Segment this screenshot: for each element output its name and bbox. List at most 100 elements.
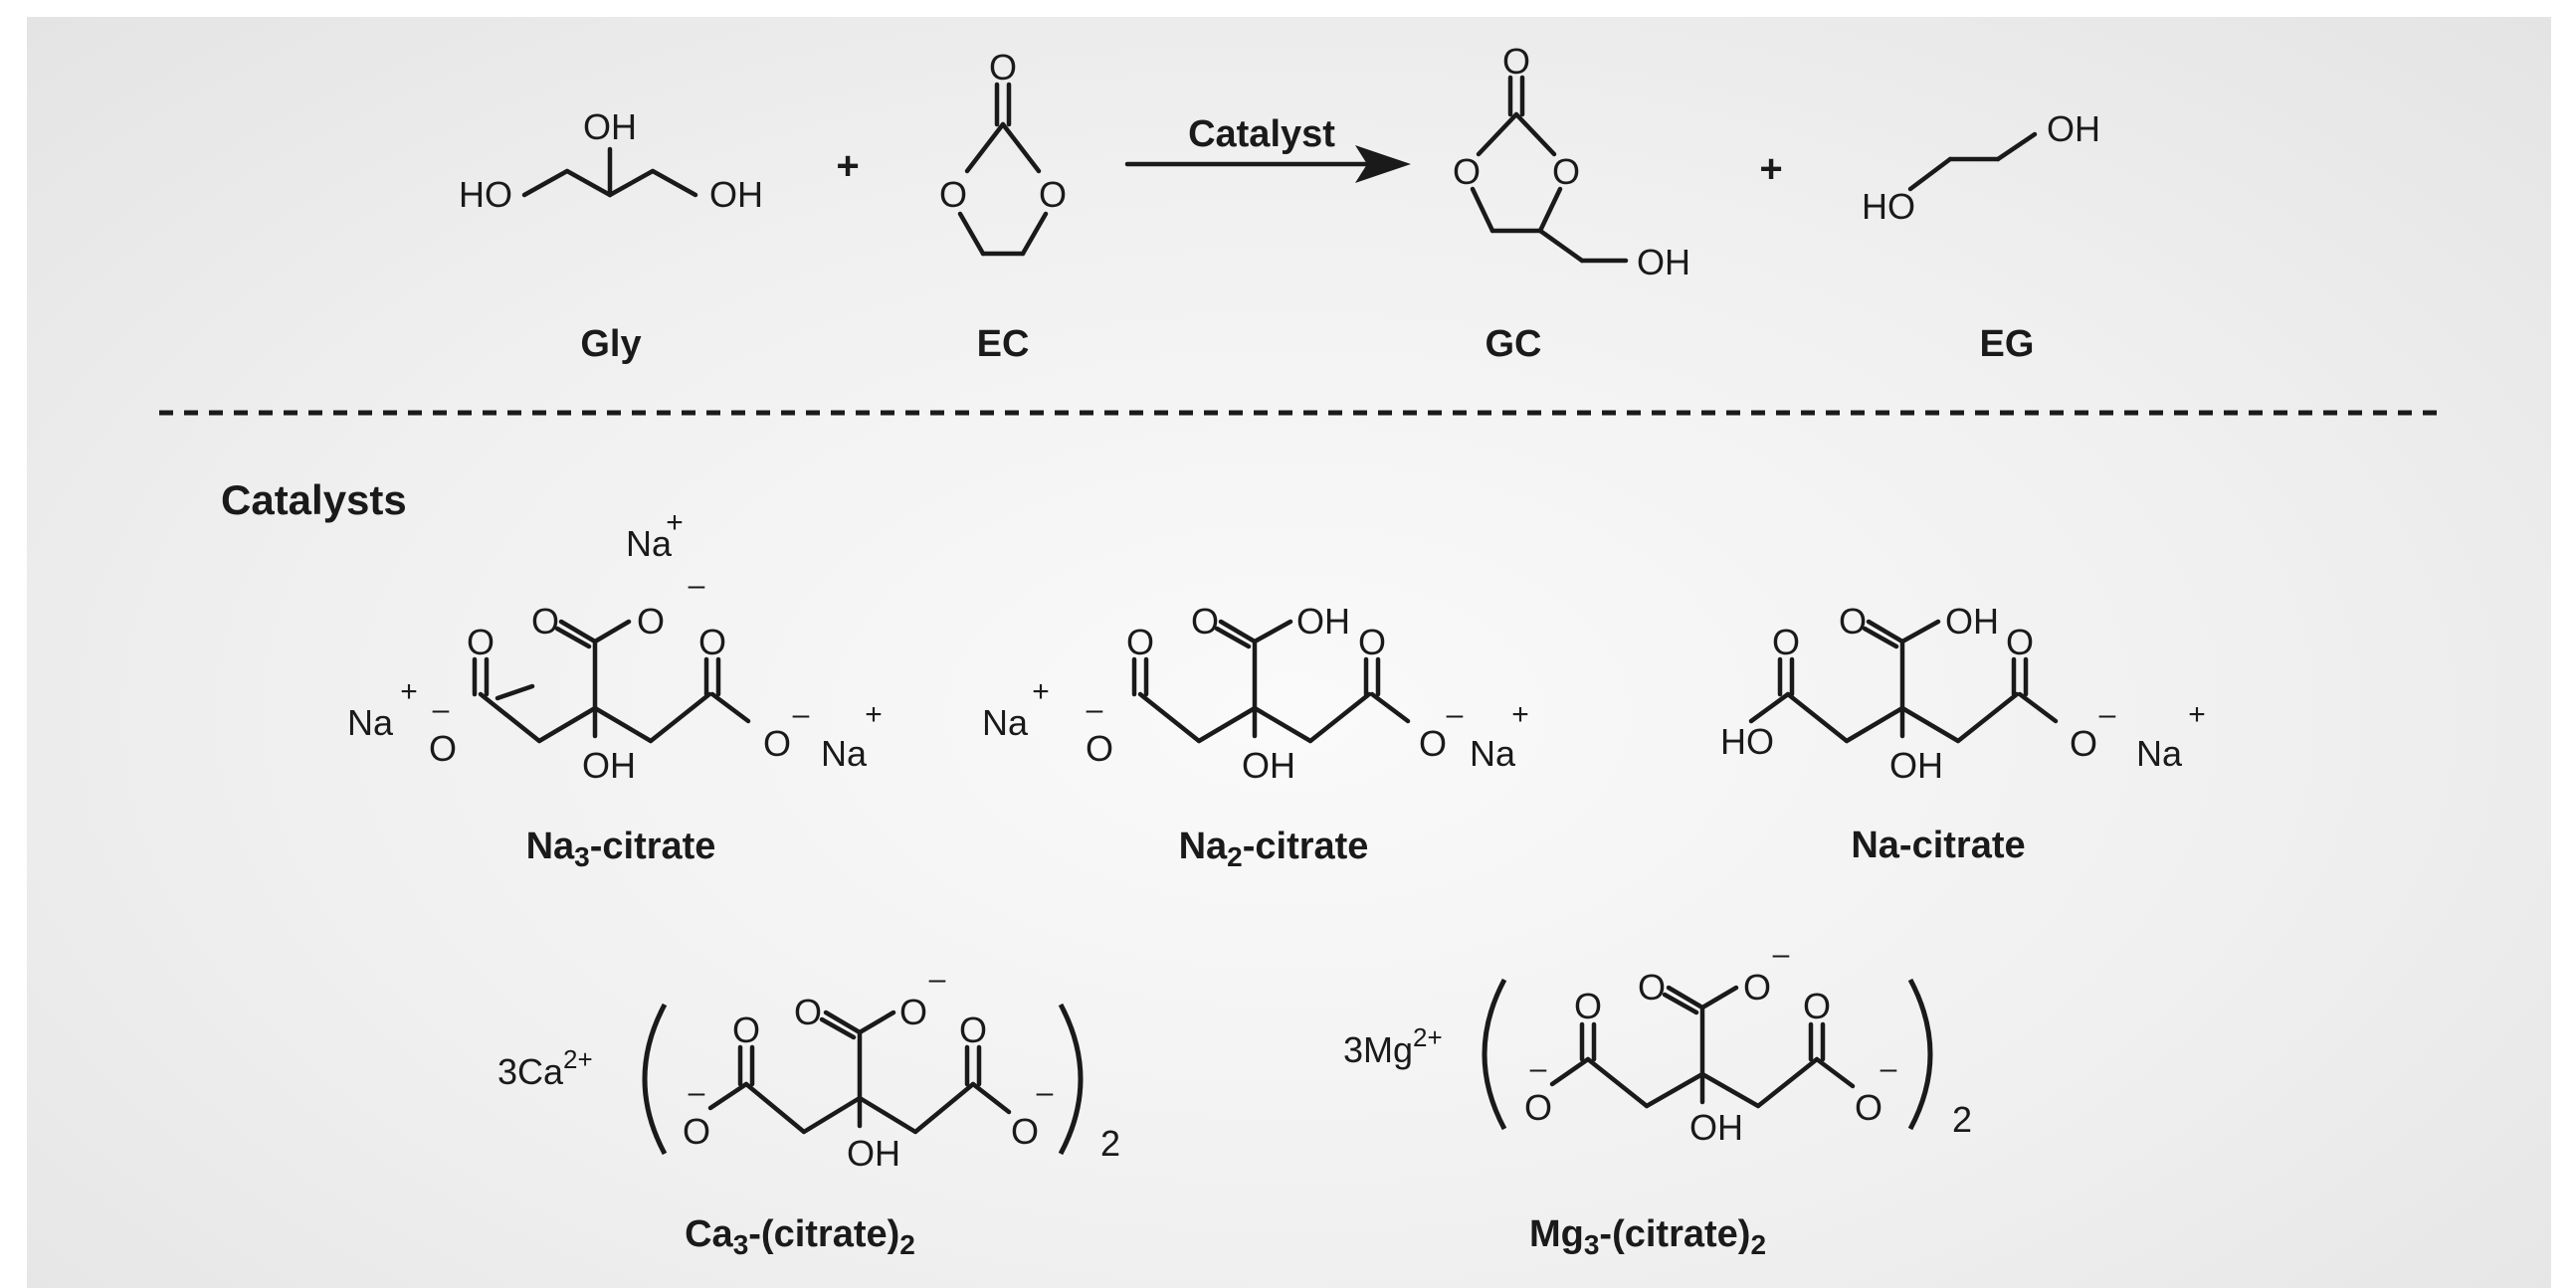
catalyst-label-na-citrate: Na-citrate <box>1851 825 2025 866</box>
atom-label: Na <box>347 702 394 743</box>
ca3-citrate-structure: 3Ca2+ O O – O O – O O – OH 2 <box>497 963 1120 1174</box>
atom-label: O <box>683 1111 710 1152</box>
charge-label: – <box>1087 693 1103 726</box>
catalyst-label-na2-citrate: Na2-citrate <box>1179 826 1369 872</box>
label-subscript: 3 <box>733 1229 749 1260</box>
scheme-panel <box>27 17 2551 1288</box>
charge-label: – <box>1037 1076 1054 1109</box>
catalyst-label-na3-citrate: Na3-citrate <box>526 826 716 872</box>
compound-label-gc: GC <box>1486 323 1542 365</box>
glycerol-structure: OH HO OH <box>459 106 763 215</box>
left-parenthesis <box>1482 978 1507 1131</box>
label-main: Na <box>526 826 575 867</box>
charge-label: – <box>2099 698 2116 731</box>
atom-label: O <box>1358 622 1386 662</box>
atom-label: O <box>1502 41 1530 82</box>
charge-label: – <box>689 569 705 602</box>
charge-label: – <box>1447 698 1464 731</box>
atom-label: O <box>939 174 967 215</box>
atom-label: OH <box>1689 1107 1743 1148</box>
multiplier: 2 <box>1952 1099 1972 1140</box>
atom-label: OH <box>1637 242 1690 282</box>
charge-label: + <box>1511 698 1529 731</box>
atom-label: O <box>467 622 495 662</box>
atom-label: O <box>1039 174 1067 215</box>
atom-label: O <box>1126 622 1154 662</box>
plus-sign: + <box>836 144 859 188</box>
label-subscript: 3 <box>1584 1229 1600 1260</box>
label-main: Mg <box>1529 1213 1584 1255</box>
atom-label: OH <box>2047 108 2100 149</box>
na-citrate-structure: O OH O O HO O – Na + OH <box>1720 601 2206 786</box>
atom-label: HO <box>1862 186 1915 227</box>
glycerol-carbonate-structure: O O O OH <box>1453 41 1690 282</box>
compound-label-gly: Gly <box>580 323 641 365</box>
atom-label: O <box>1803 986 1831 1026</box>
atom-label: O <box>1453 151 1481 192</box>
right-parenthesis <box>1058 1003 1084 1156</box>
atom-label: OH <box>1242 745 1295 786</box>
compound-label-eg: EG <box>1980 323 2035 365</box>
atom-label: O <box>429 728 457 769</box>
reaction-arrow <box>1124 145 1411 183</box>
ethylene-glycol-structure: HO OH <box>1862 108 2100 227</box>
catalyst-label-mg3-citrate: Mg3-(citrate)2 <box>1529 1213 1766 1260</box>
catalyst-label-ca3-citrate: Ca3-(citrate)2 <box>685 1213 915 1260</box>
left-parenthesis <box>642 1003 668 1156</box>
atom-label: O <box>794 992 822 1032</box>
atom-label: O <box>698 622 726 662</box>
atom-label: Na <box>626 523 673 564</box>
atom-label: O <box>1524 1087 1552 1128</box>
label-rest: -(citrate) <box>748 1213 899 1255</box>
atom-label: O <box>2006 622 2034 662</box>
label-rest: -(citrate) <box>1599 1213 1750 1255</box>
charge-label: – <box>793 698 810 731</box>
atom-label: OH <box>1296 601 1350 642</box>
atom-label: O <box>989 47 1017 88</box>
atom-label: O <box>1574 986 1602 1026</box>
charge-label: – <box>689 1076 705 1109</box>
label-main: Na <box>1179 826 1228 867</box>
atom-label: Na <box>2136 733 2183 774</box>
charge-label: + <box>865 698 883 731</box>
atom-label: HO <box>1720 721 1774 762</box>
arrow-label: Catalyst <box>1188 113 1335 155</box>
atom-label: O <box>637 601 665 642</box>
label-rest: -citrate <box>590 826 716 867</box>
atom-label: O <box>732 1010 760 1050</box>
catalysts-heading: Catalysts <box>221 476 407 523</box>
atom-label: O <box>959 1010 987 1050</box>
charge-label: + <box>2188 698 2206 731</box>
ethylene-carbonate-structure: O O O <box>939 47 1067 257</box>
na3-citrate-structure: Na + – O O O O Na + – O O – Na + OH <box>347 506 883 786</box>
atom-label: Na <box>1470 733 1516 774</box>
compound-label-ec: EC <box>977 323 1030 365</box>
atom-label: O <box>1086 728 1113 769</box>
na2-citrate-structure: O OH O O Na + – O O – Na + OH <box>982 601 1529 786</box>
atom-label: O <box>1419 723 1447 764</box>
atom-label: O <box>1839 601 1867 642</box>
atom-label: O <box>899 992 927 1032</box>
label-subscript: 2 <box>1750 1229 1766 1260</box>
charge-label: – <box>1773 938 1790 971</box>
atom-label: O <box>1638 967 1666 1008</box>
atom-label: OH <box>1889 745 1943 786</box>
charge-label: – <box>1530 1052 1547 1085</box>
atom-label: O <box>1772 622 1800 662</box>
atom-label: O <box>1855 1087 1882 1128</box>
label-main: Ca <box>685 1213 733 1255</box>
atom-label: O <box>2070 723 2097 764</box>
right-parenthesis <box>1907 978 1933 1131</box>
atom-label: O <box>1552 151 1580 192</box>
atom-label: O <box>531 601 559 642</box>
metal-prefix: 3Mg2+ <box>1343 1022 1443 1070</box>
atom-label: O <box>1191 601 1219 642</box>
atom-label: O <box>1011 1111 1039 1152</box>
metal-prefix: 3Ca2+ <box>497 1044 593 1092</box>
charge-label: + <box>666 506 684 539</box>
atom-label: HO <box>459 174 512 215</box>
atom-label: OH <box>582 745 636 786</box>
label-subscript: 2 <box>1227 841 1243 872</box>
atom-label: O <box>763 723 791 764</box>
